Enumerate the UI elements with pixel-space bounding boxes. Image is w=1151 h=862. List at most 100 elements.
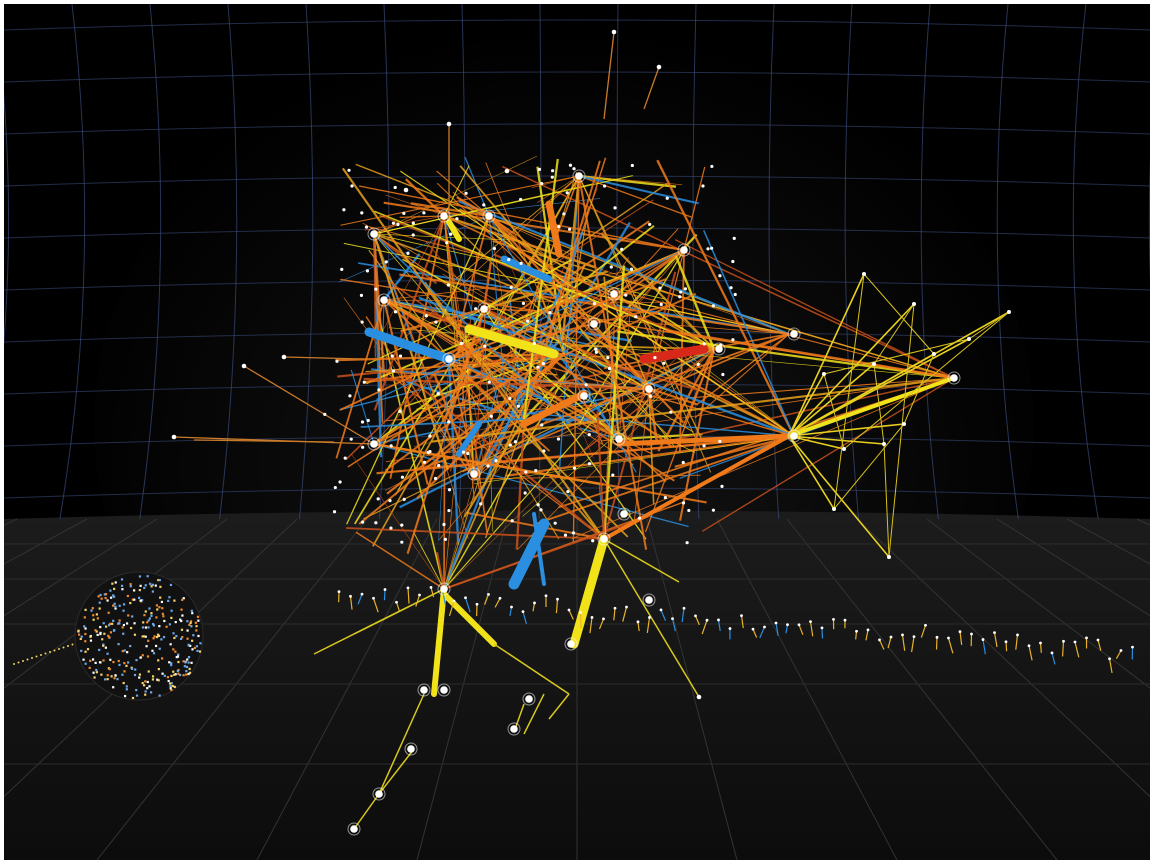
sphere-node	[84, 650, 87, 653]
hub-node	[445, 355, 453, 363]
sphere-node	[151, 675, 155, 678]
sphere-node	[83, 625, 86, 628]
network-node	[342, 208, 346, 212]
network-edge	[363, 348, 715, 520]
trail-node	[947, 636, 950, 640]
network-node	[523, 491, 527, 495]
sphere-body	[74, 571, 204, 701]
hub-node	[380, 296, 388, 304]
network-node	[281, 354, 287, 360]
sphere-node	[152, 652, 156, 655]
network-edge	[459, 208, 715, 350]
hub-node	[567, 640, 575, 648]
network-edge	[410, 202, 490, 218]
trail-node	[53, 649, 56, 652]
network-node	[426, 450, 430, 454]
trail-node	[1119, 649, 1123, 652]
network-node	[568, 227, 572, 231]
hub-node-halo	[712, 342, 726, 356]
network-node	[539, 508, 543, 512]
trail-node	[901, 633, 904, 637]
trail-edge	[579, 612, 582, 629]
network-node	[718, 274, 722, 278]
sphere-node	[129, 644, 132, 648]
sphere-node	[179, 637, 183, 640]
sphere-node	[174, 620, 177, 624]
trail-node	[958, 630, 962, 634]
hub-node-halo	[677, 243, 691, 257]
network-node	[422, 211, 426, 215]
sphere-node	[157, 679, 160, 682]
network-node	[377, 388, 381, 392]
sphere-node	[83, 616, 86, 619]
sphere-node	[102, 659, 105, 662]
sphere-node	[181, 598, 184, 601]
sphere-node	[158, 694, 161, 697]
trail-edge	[372, 598, 379, 613]
trail-node	[682, 606, 686, 610]
hub-node-halo	[404, 742, 418, 756]
hub-node	[510, 725, 518, 733]
sphere-node	[102, 622, 105, 625]
trail-node	[855, 629, 858, 633]
sphere-node	[89, 659, 92, 662]
network-edge	[523, 160, 601, 420]
hub-node	[590, 320, 598, 328]
network-node	[571, 531, 576, 535]
floor-line	[856, 518, 1150, 798]
network-edge	[788, 423, 905, 437]
network-node	[613, 206, 617, 210]
network-node	[548, 311, 552, 315]
network-node	[562, 212, 566, 216]
sphere-node	[153, 635, 156, 638]
sphere-node	[141, 599, 144, 602]
network-node	[504, 168, 510, 174]
trail-node	[740, 614, 743, 618]
sphere-node	[77, 629, 80, 632]
network-node	[683, 287, 687, 291]
floor-line	[4, 518, 158, 617]
grid-line-vertical	[4, 92, 10, 347]
network-node	[637, 516, 642, 520]
trail-node	[1085, 636, 1088, 640]
network-node	[428, 434, 432, 438]
network-edge	[443, 165, 470, 217]
sphere-node	[138, 596, 141, 599]
trail-edge	[1015, 634, 1019, 650]
sphere-node	[111, 622, 114, 625]
network-edge	[523, 233, 698, 420]
trail-node	[648, 616, 651, 619]
network-node	[551, 169, 555, 173]
grid-line-vertical	[1072, 4, 1099, 520]
network-node	[609, 265, 613, 269]
network-edge	[399, 215, 445, 218]
hub-node	[620, 510, 628, 518]
sphere-node	[146, 687, 149, 690]
trail-edge	[622, 606, 628, 622]
trail-node	[797, 623, 801, 627]
trail-node	[694, 614, 697, 618]
sphere-node	[90, 609, 93, 612]
trail-node	[590, 616, 594, 619]
network-edge-bundle	[532, 512, 546, 586]
network-node	[718, 439, 722, 444]
network-edge	[603, 538, 700, 698]
network-visualization-view[interactable]	[4, 4, 1150, 860]
grid-line-horizontal	[4, 227, 1150, 239]
network-edge	[364, 215, 445, 231]
node-sphere[interactable]	[74, 571, 204, 701]
network-edge	[350, 453, 445, 590]
sphere-node	[129, 601, 132, 605]
network-edge	[548, 693, 570, 720]
sphere-node	[118, 619, 121, 622]
trail-node	[671, 617, 674, 621]
sphere-node	[113, 587, 116, 590]
trail-edge	[430, 587, 435, 598]
sphere-node	[112, 629, 116, 632]
sphere-node	[94, 629, 97, 632]
sphere-node	[114, 607, 117, 610]
network-node	[594, 347, 598, 351]
trail-node	[935, 635, 939, 639]
sphere-node	[108, 668, 111, 671]
network-edge	[367, 308, 485, 365]
